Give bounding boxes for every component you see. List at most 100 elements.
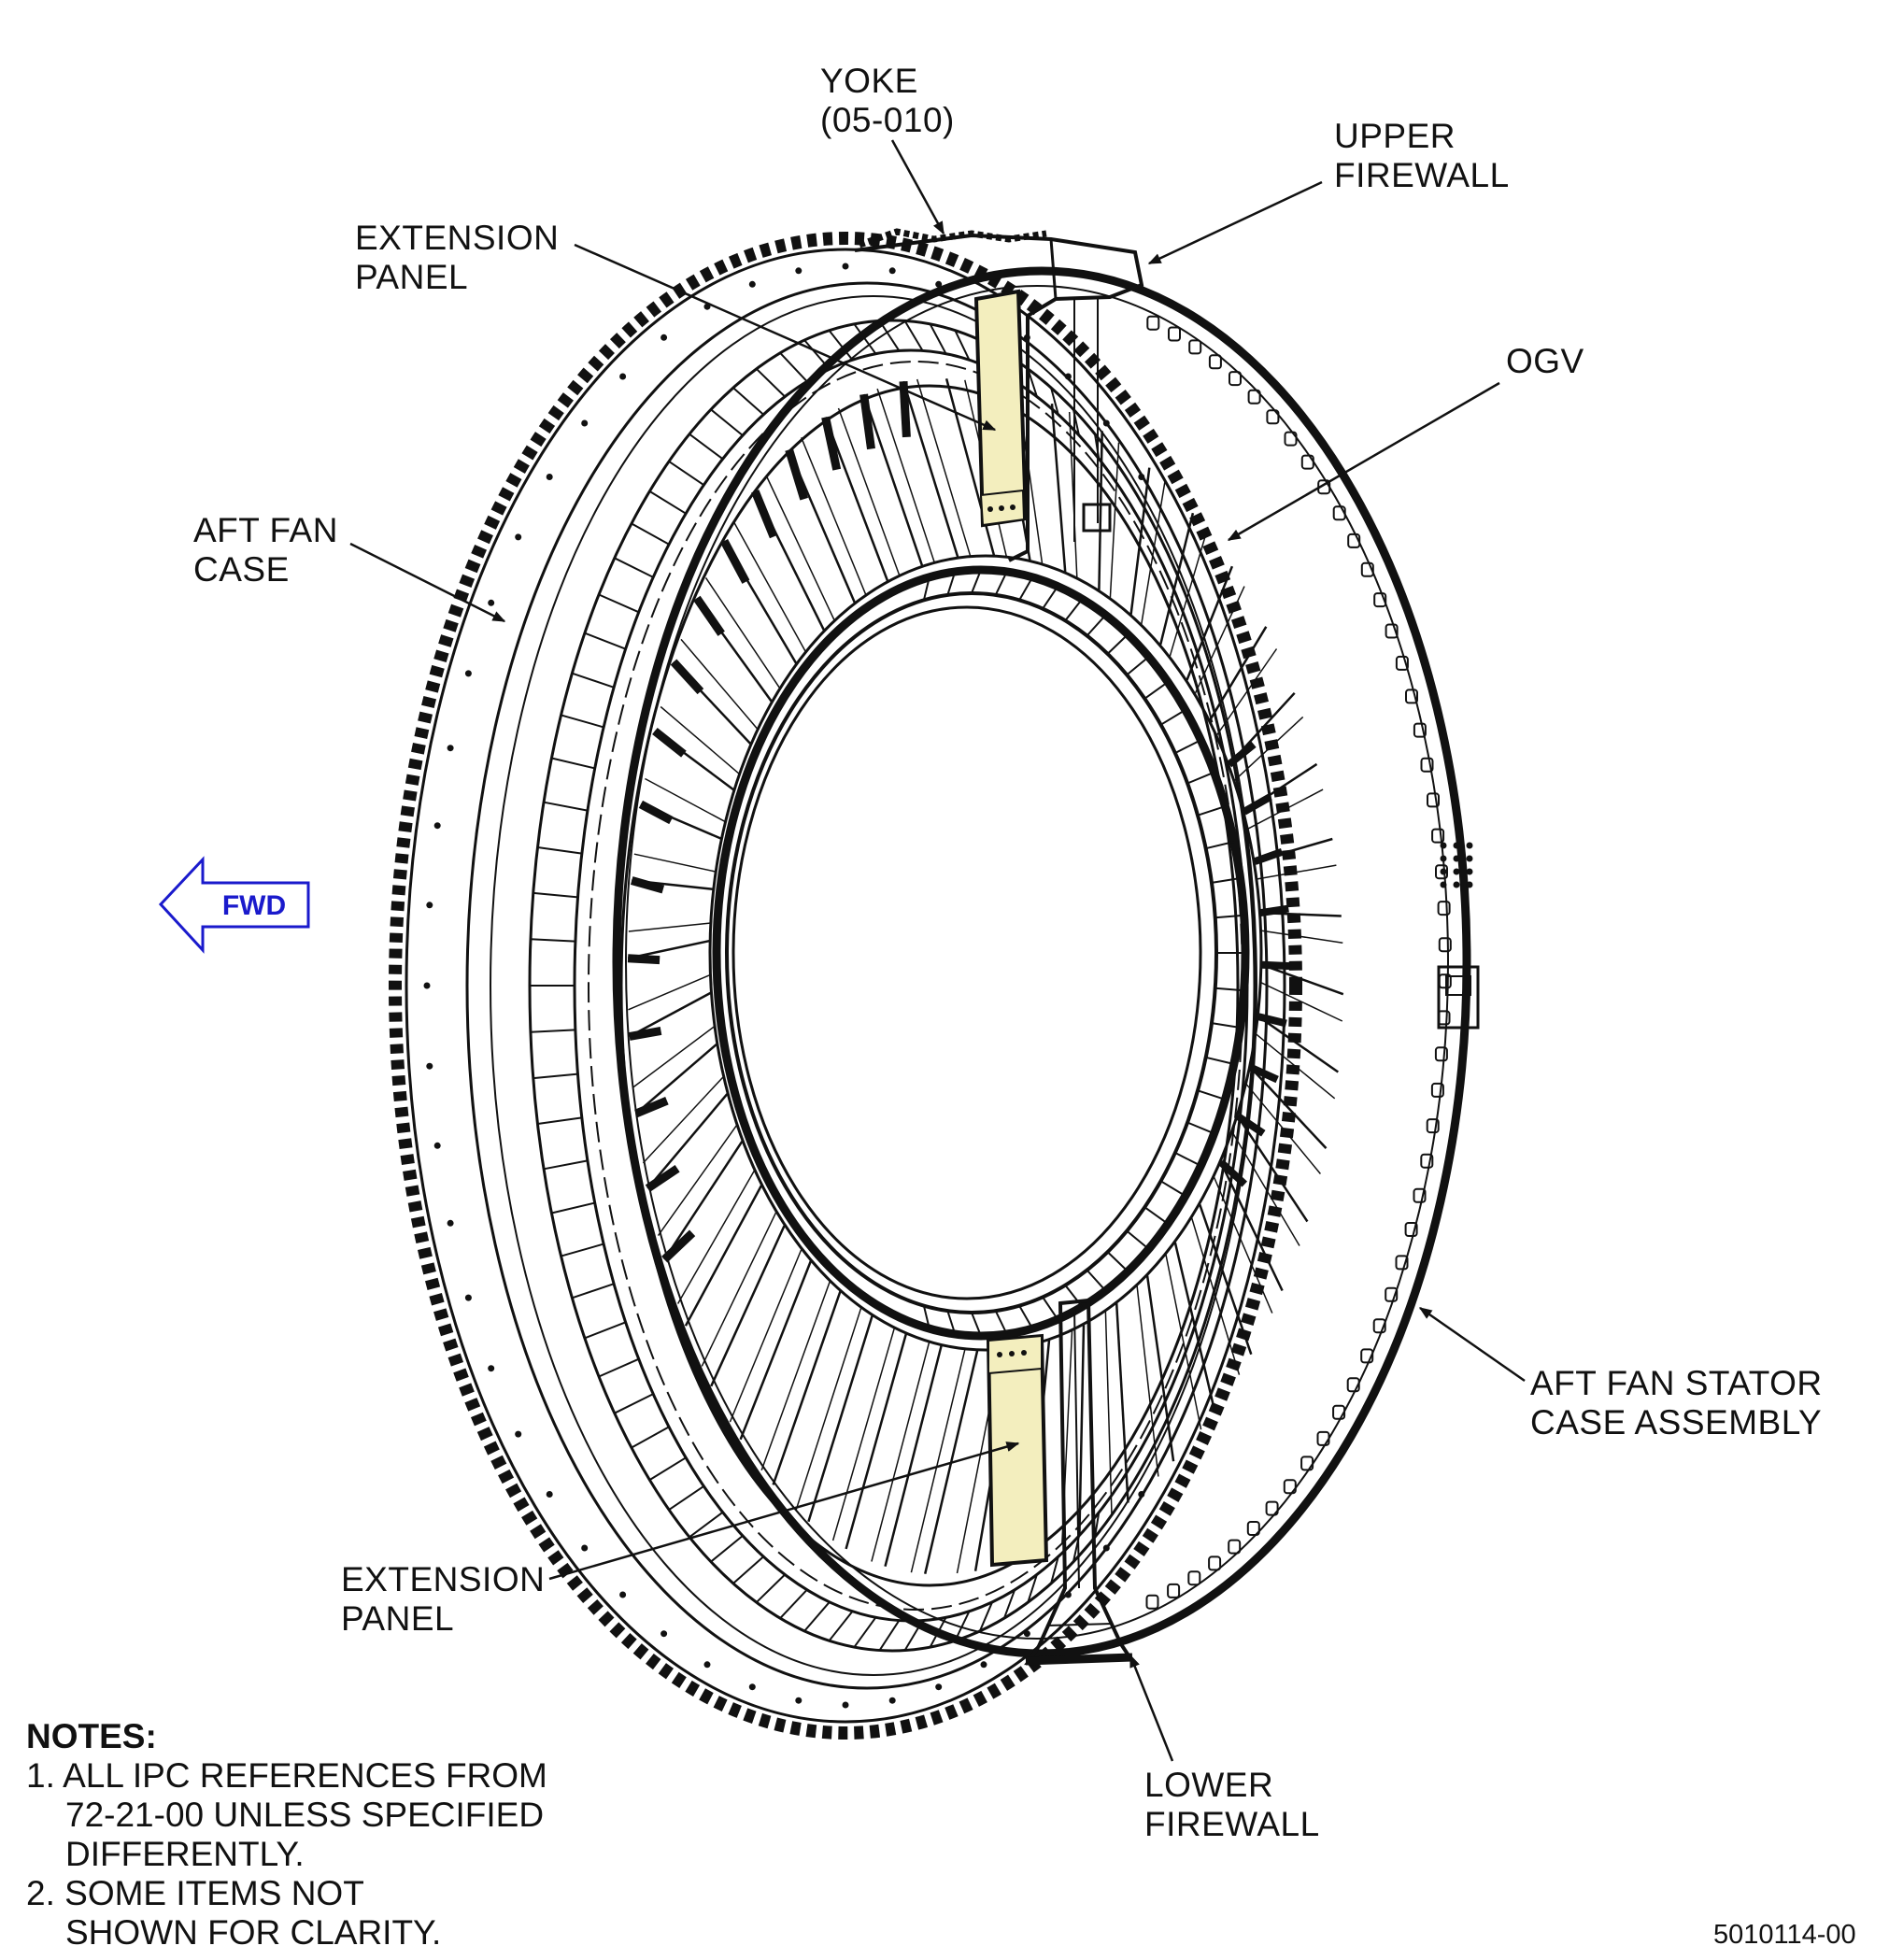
stator-case-boss [1208, 354, 1222, 370]
label-extension-panel-bottom: EXTENSION PANEL [341, 1560, 545, 1639]
stator-case-boss [1146, 315, 1160, 331]
liner-cell-divider [710, 408, 744, 436]
ogv-vane-edge [1169, 530, 1208, 657]
stator-case-boss [1332, 1404, 1346, 1420]
ogv-vane-root [661, 1229, 696, 1263]
stator-case-boss [1300, 454, 1314, 470]
ogv-vane-edge [634, 1043, 717, 1115]
liner-cell-divider [828, 330, 854, 361]
ogv-vane-root [670, 659, 704, 695]
ogv-vane-edge [676, 1170, 755, 1304]
liner-cell-divider [561, 1243, 604, 1257]
inner-ring-slot [1159, 1180, 1186, 1197]
ogv-vane-root [859, 393, 875, 450]
ogv-vane-root [1242, 793, 1272, 816]
label-aft-fan-case: AFT FAN CASE [193, 511, 338, 589]
case-bolt-hole [423, 982, 431, 989]
inner-ring-slot [1086, 614, 1107, 637]
case-bolt-hole [546, 1491, 553, 1498]
inner-ring-slot [1106, 633, 1129, 655]
liner-cell-divider [631, 522, 670, 546]
stator-case-boss [1346, 1377, 1360, 1393]
liner-cell-divider [543, 801, 589, 812]
stator-case-boss [1145, 1594, 1159, 1610]
liner-cell-divider [537, 1116, 583, 1125]
stator-case-boss [1187, 1570, 1201, 1586]
stator-case-boss [1347, 533, 1361, 548]
liner-cell-divider [668, 1484, 704, 1511]
fitting-dot [1453, 868, 1460, 875]
ogv-vane-edge [1261, 963, 1344, 996]
inner-ring-vane-slots [922, 569, 1245, 1337]
liner-cell-divider [537, 846, 583, 855]
case-bolt-hole [546, 474, 553, 480]
inner-ring-slot [1214, 987, 1244, 992]
ogv-vane-edge [1236, 1115, 1309, 1223]
stator-case-boss [1430, 1082, 1444, 1098]
stator-case-boss [1435, 864, 1448, 880]
inner-ring-slot [1186, 1121, 1214, 1135]
ogv-vane-root [720, 538, 750, 584]
case-bolt-hole [1138, 474, 1145, 480]
ogv-vane-edge [684, 1185, 763, 1327]
inner-ring-slot [1211, 1022, 1241, 1029]
inner-ring-slot [922, 1305, 930, 1329]
label-yoke-line2: (05-010) [820, 101, 955, 139]
inner-ring-slot [994, 1310, 1008, 1335]
ogv-vane-root [1253, 848, 1284, 865]
case-bolt-hole [935, 1683, 943, 1691]
leader-lines [349, 139, 1526, 1762]
case-bolt-hole [1023, 1630, 1030, 1638]
stator-case-boss [1265, 1500, 1279, 1516]
ogv-vane-root [785, 448, 809, 501]
ogv-vane-edge [1136, 1285, 1159, 1477]
case-bolt-holes [423, 263, 1145, 1709]
inner-ring-slot [1086, 1269, 1107, 1292]
ogv-vane-edge [1245, 1084, 1321, 1174]
case-bolt-hole [703, 1661, 711, 1669]
ogv-vane-edge [862, 393, 924, 566]
inner-ring-slot [946, 1310, 957, 1335]
leader-upper-firewall [1147, 180, 1323, 265]
ogv-vane-edge [1194, 586, 1245, 694]
liner-cell-divider [732, 1555, 764, 1584]
inner-ring-slot [994, 571, 1008, 596]
label-upper-firewall-line2: FIREWALL [1334, 156, 1510, 194]
stator-case-boss [1426, 1118, 1440, 1134]
fitting-dot [1466, 881, 1473, 888]
ogv-vane-root [751, 490, 778, 539]
case-bolt-hole [619, 373, 627, 380]
label-aft-fan-case-line1: AFT FAN [193, 511, 338, 549]
case-bolt-hole [433, 822, 441, 830]
ogv-vane-edge [831, 1328, 895, 1541]
extension-panel-top [973, 289, 1029, 528]
stator-case-boss [1385, 623, 1399, 639]
ogv-vane-edge [902, 380, 959, 558]
leader-ogv [1227, 381, 1500, 542]
case-bolt-hole [935, 280, 943, 288]
ogv-vane-root [645, 1165, 680, 1192]
acoustic-liner [528, 319, 1257, 1653]
case-bolt-hole [515, 1430, 522, 1438]
ogv-vane-edge [1068, 411, 1078, 577]
liner-cell-divider [614, 1393, 654, 1414]
ogv-vane-edge [1234, 716, 1304, 781]
ogv-vane-root [1259, 904, 1289, 917]
notes-block: NOTES: 1. ALL IPC REFERENCES FROM 72-21-… [26, 1717, 547, 1953]
inner-ring-slot [1064, 598, 1084, 621]
ogv-vane-edge [1260, 982, 1343, 1022]
inner-ring-slot [1211, 877, 1241, 884]
ogv-vane-edge [1209, 626, 1268, 721]
stator-case-boss [1228, 1539, 1242, 1555]
label-extension-panel-top: EXTENSION PANEL [355, 219, 559, 297]
label-lower-firewall-line2: FIREWALL [1144, 1805, 1320, 1843]
stator-case-boss [1420, 1153, 1434, 1169]
inner-ring-slot [1159, 709, 1186, 726]
ogv-vane-root [652, 727, 687, 758]
liner-cell-divider [1050, 387, 1059, 416]
ogv-vane-root [628, 1026, 662, 1041]
stator-case-bosses [1145, 315, 1452, 1610]
stator-case-boss [1413, 1187, 1427, 1203]
ogv-vane-edge [1078, 1325, 1086, 1536]
ogv-vane-edge [645, 777, 725, 822]
